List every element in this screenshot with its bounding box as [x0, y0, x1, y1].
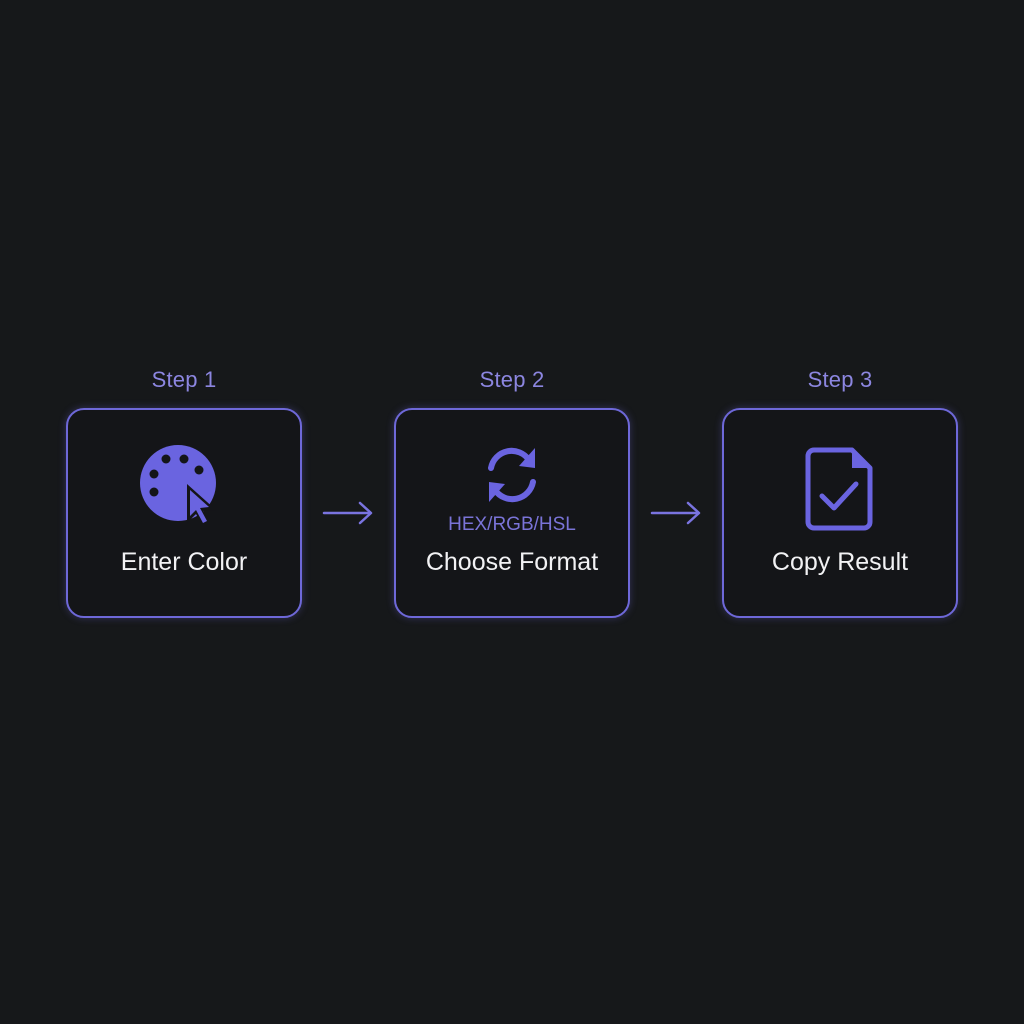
step-label: Step 2 — [479, 367, 545, 392]
format-options-text: HEX/RGB/HSL — [448, 514, 576, 535]
step-title: Enter Color — [120, 548, 248, 576]
step-1: Step 1 Enter Color — [66, 366, 302, 618]
step-3: Step 3 Copy Result — [722, 366, 958, 618]
step-card-choose-format: HEX/RGB/HSL Choose Format — [394, 408, 630, 618]
arrow-right-icon — [650, 501, 701, 525]
document-check-icon — [804, 446, 876, 537]
step-title: Choose Format — [425, 548, 599, 576]
arrow-right-icon — [322, 501, 373, 525]
refresh-icon — [481, 444, 543, 511]
palette-cursor-icon — [139, 444, 229, 539]
step-label: Step 3 — [807, 367, 873, 392]
step-card-enter-color: Enter Color — [66, 408, 302, 618]
step-label: Step 1 — [151, 367, 217, 392]
step-card-copy-result: Copy Result — [722, 408, 958, 618]
step-2: Step 2 HEX/RGB/HSL Choose Format — [394, 366, 630, 618]
step-title: Copy Result — [771, 548, 909, 576]
